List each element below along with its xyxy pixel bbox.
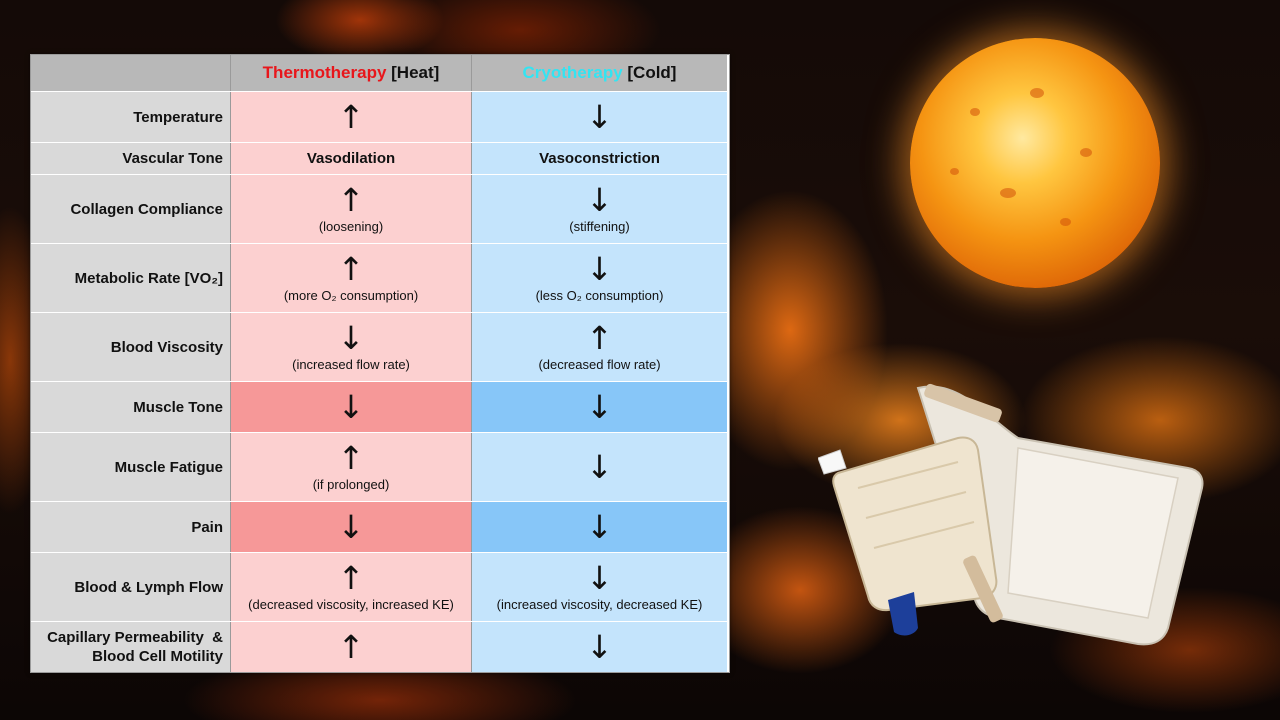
row-label: Vascular Tone [31, 143, 231, 174]
heat-label: [Heat] [386, 63, 440, 82]
arrow-down-icon: ↓ [337, 388, 365, 426]
header-cryotherapy: Cryotherapy [Cold] [472, 55, 727, 91]
heat-note: (more O₂ consumption) [283, 287, 419, 303]
heat-note: (loosening) [318, 218, 384, 234]
table-row-capillary-permeability: Capillary Permeability & Blood Cell Moti… [31, 622, 729, 672]
row-label: Blood Viscosity [31, 313, 231, 381]
arrow-down-icon: ↓ [586, 558, 613, 597]
header-thermotherapy: Thermotherapy [Heat] [231, 55, 472, 91]
table-row-muscle-tone: Muscle Tone ↓ ↓ [31, 382, 729, 433]
arrow-down-icon: ↓ [586, 448, 613, 486]
arrow-up-icon: ↑ [337, 98, 365, 136]
table-row-blood-viscosity: Blood Viscosity ↓ (increased flow rate) … [31, 313, 729, 382]
vasoconstriction-text: Vasoconstriction [539, 150, 660, 167]
row-label: Pain [31, 502, 231, 552]
arrow-down-icon: ↓ [586, 508, 613, 546]
heat-pack-image [818, 383, 1204, 646]
arrow-up-icon: ↑ [586, 318, 613, 357]
heat-note: (decreased viscosity, increased KE) [248, 596, 454, 612]
row-label: Metabolic Rate [VO₂] [31, 244, 231, 312]
table-row-blood-lymph-flow: Blood & Lymph Flow ↑ (decreased viscosit… [31, 553, 729, 622]
cold-label: [Cold] [622, 63, 677, 82]
row-label-line2: Blood Cell Motility [92, 648, 223, 665]
arrow-down-icon: ↓ [586, 249, 613, 288]
arrow-up-icon: ↑ [337, 628, 365, 666]
heat-note: (if prolonged) [312, 476, 390, 492]
row-label: Muscle Fatigue [31, 433, 231, 501]
arrow-up-icon: ↑ [337, 249, 365, 288]
table-row-pain: Pain ↓ ↓ [31, 502, 729, 553]
table-row-muscle-fatigue: Muscle Fatigue ↑ (if prolonged) ↓ [31, 433, 729, 502]
vasodilation-text: Vasodilation [306, 150, 396, 167]
table-row-vascular-tone: Vascular Tone Vasodilation Vasoconstrict… [31, 143, 729, 175]
thermotherapy-title: Thermotherapy [262, 63, 387, 82]
arrow-up-icon: ↑ [337, 180, 365, 219]
cold-note: (stiffening) [569, 218, 630, 234]
row-label-line1: Capillary Permeability & [47, 629, 223, 646]
sun-image [910, 38, 1160, 288]
arrow-down-icon: ↓ [337, 318, 365, 357]
row-label: Muscle Tone [31, 382, 231, 432]
header-empty-cell [31, 55, 231, 91]
row-label: Collagen Compliance [31, 175, 231, 243]
table-row-collagen-compliance: Collagen Compliance ↑ (loosening) ↓ (sti… [31, 175, 729, 244]
arrow-down-icon: ↓ [337, 508, 365, 546]
row-label: Temperature [31, 92, 231, 142]
arrow-down-icon: ↓ [586, 388, 613, 426]
comparison-table: Thermotherapy [Heat] Cryotherapy [Cold] … [30, 54, 730, 673]
cold-note: (decreased flow rate) [538, 356, 661, 372]
table-header-row: Thermotherapy [Heat] Cryotherapy [Cold] [31, 55, 729, 92]
arrow-down-icon: ↓ [586, 98, 613, 136]
cryotherapy-title: Cryotherapy [522, 63, 623, 82]
table-row-temperature: Temperature ↑ ↓ [31, 92, 729, 143]
cold-note: (less O₂ consumption) [535, 287, 664, 303]
row-label: Capillary Permeability & Blood Cell Moti… [31, 622, 231, 672]
arrow-down-icon: ↓ [586, 180, 613, 219]
arrow-up-icon: ↑ [337, 558, 365, 597]
row-label: Blood & Lymph Flow [31, 553, 231, 621]
cold-note: (increased viscosity, decreased KE) [496, 596, 703, 612]
table-row-metabolic-rate: Metabolic Rate [VO₂] ↑ (more O₂ consumpt… [31, 244, 729, 313]
arrow-down-icon: ↓ [586, 628, 613, 666]
arrow-up-icon: ↑ [337, 438, 365, 477]
heat-note: (increased flow rate) [292, 356, 410, 372]
